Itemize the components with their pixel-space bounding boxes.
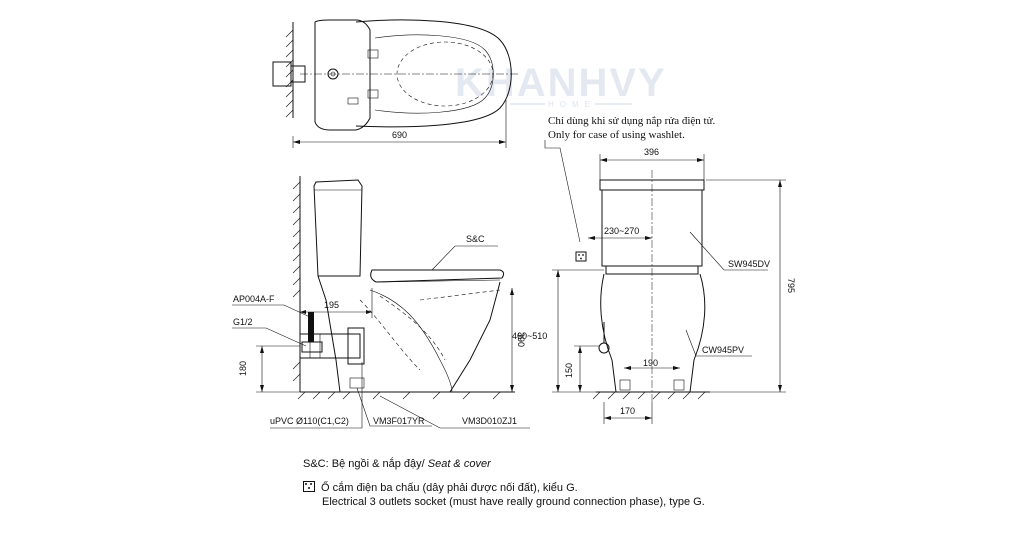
washlet-note-vi: Chỉ dùng khi sử dụng nắp rửa điện tử.	[548, 115, 716, 127]
watermark: KHANHVY HOME	[455, 61, 667, 109]
dim-180: 180	[238, 361, 248, 376]
dim-230-270: 230~270	[604, 226, 639, 236]
washlet-note-en: Only for case of using washlet.	[548, 129, 685, 141]
side-view: 195 390 180 S&C AP004A-F G1/2 uPVC Ø110(…	[232, 176, 530, 429]
label-vm3d: VM3D010ZJ1	[462, 416, 517, 426]
wall-hatch	[285, 29, 294, 118]
dim-195: 195	[324, 300, 339, 310]
front-floor-hatch	[592, 391, 706, 400]
dim-460-510: 460~510	[512, 331, 547, 341]
label-cw945pv: CW945PV	[702, 345, 744, 355]
top-view: 690	[272, 19, 520, 148]
side-wall-hatch	[292, 181, 301, 382]
dim-190: 190	[643, 358, 658, 368]
label-upvc: uPVC Ø110(C1,C2)	[270, 416, 349, 426]
dim-390: 390	[516, 332, 526, 347]
dim-690: 690	[392, 130, 407, 140]
label-vm3f: VM3F017YR	[373, 416, 425, 426]
front-view: Chỉ dùng khi sử dụng nắp rửa điện tử. On…	[512, 115, 796, 424]
label-sc: S&C	[466, 234, 485, 244]
side-floor-hatch	[297, 391, 501, 400]
dim-396: 396	[644, 147, 659, 157]
dim-170: 170	[620, 406, 635, 416]
label-sw945dv: SW945DV	[728, 259, 770, 269]
dim-150: 150	[564, 363, 574, 378]
label-g12: G1/2	[233, 317, 253, 327]
dim-795: 795	[786, 278, 796, 293]
label-ap004a: AP004A-F	[233, 294, 275, 304]
watermark-sub: HOME	[548, 100, 596, 109]
watermark-brand: KHANHVY	[455, 61, 667, 105]
